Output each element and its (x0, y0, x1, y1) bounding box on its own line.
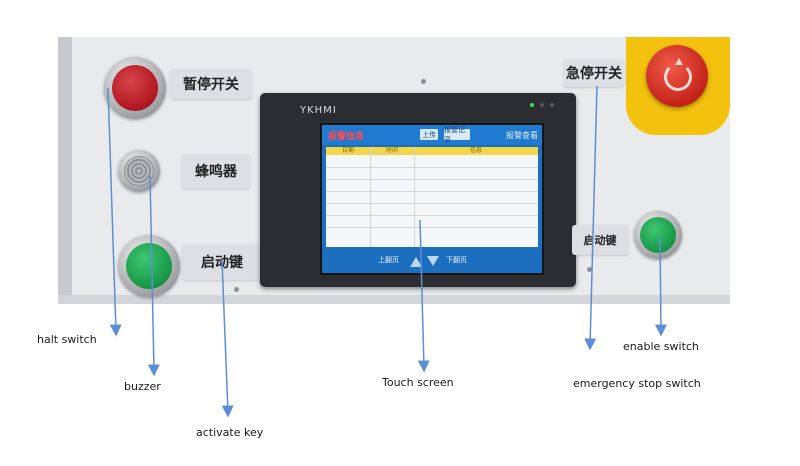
touch-screen-label: Touch screen (382, 376, 454, 389)
buzzer-icon (124, 156, 154, 186)
activate-key-arrow (221, 259, 234, 418)
table-divider (370, 147, 371, 247)
hmi-records-chip[interactable]: 报警记录 (444, 126, 470, 144)
alarm-table: 日期 时间 信息 (326, 147, 538, 247)
activate-key-label: activate key (196, 426, 264, 439)
table-divider (326, 179, 538, 180)
panel-screw (421, 79, 426, 84)
power-led (530, 103, 534, 107)
halt-switch-tag: 暂停开关 (170, 69, 252, 99)
activate-key-button[interactable] (118, 235, 180, 297)
col-date: 日期 (341, 147, 354, 154)
touch-screen-arrow (417, 219, 430, 373)
activate-key-face (126, 243, 172, 289)
table-divider (326, 203, 538, 204)
panel-edge (58, 37, 72, 304)
enable-switch-face (640, 217, 676, 253)
table-divider (326, 167, 538, 168)
enable-switch-tag: 启动键 (572, 225, 628, 255)
table-divider (414, 147, 415, 247)
hmi-title: 报警信息 (328, 132, 365, 142)
halt-switch-arrow (107, 87, 122, 337)
alarm-table-header: 日期 时间 信息 (326, 147, 538, 155)
rotate-arrow-icon (664, 63, 692, 91)
col-time: 时间 (385, 147, 398, 154)
touch-screen[interactable]: 报警信息 上传 报警记录 报警查看 日期 时间 信息 上翻 (320, 123, 544, 275)
emergency-stop-arrow (584, 85, 598, 351)
prev-page-button[interactable]: 上翻页 (378, 256, 399, 264)
table-divider (326, 191, 538, 192)
run-led (540, 103, 544, 107)
buzzer-tag: 蜂鸣器 (182, 154, 250, 188)
table-divider (326, 227, 538, 228)
enable-switch-button[interactable] (634, 211, 682, 259)
panel-screw (234, 287, 239, 292)
buzzer-arrow (147, 175, 160, 377)
halt-switch-label: halt switch (37, 333, 97, 346)
emergency-stop-label: emergency stop switch (573, 377, 701, 390)
hmi-header: 报警信息 上传 报警记录 报警查看 (322, 125, 542, 145)
hmi-indicator-leds (530, 103, 554, 107)
buzzer-device (118, 150, 160, 192)
page-down-icon[interactable] (427, 256, 439, 266)
hmi-status: 报警查看 (506, 131, 538, 140)
enable-switch-arrow (654, 237, 667, 337)
table-divider (326, 215, 538, 216)
buzzer-label: buzzer (124, 380, 161, 393)
panel-screw (587, 267, 592, 272)
emergency-stop-tag: 急停开关 (564, 59, 624, 87)
hmi-brand: YKHMI (300, 105, 337, 116)
next-page-button[interactable]: 下翻页 (446, 256, 467, 264)
touch-screen-bezel: YKHMI 报警信息 上传 报警记录 报警查看 日期 时间 信息 (260, 93, 576, 287)
halt-switch-face (112, 65, 158, 111)
page-up-icon[interactable] (410, 257, 422, 267)
panel-bottom-lip (58, 295, 730, 304)
halt-switch-button[interactable] (104, 57, 166, 119)
control-panel-photo: 暂停开关 蜂鸣器 启动键 YKHMI 报警信息 上传 报警记录 报警查看 日期 (58, 37, 730, 304)
hmi-upload-chip[interactable]: 上传 (420, 129, 438, 140)
rotate-arrow-head-icon (675, 58, 683, 65)
enable-switch-label: enable switch (623, 340, 699, 353)
com-led (550, 103, 554, 107)
col-info: 信息 (469, 147, 482, 154)
